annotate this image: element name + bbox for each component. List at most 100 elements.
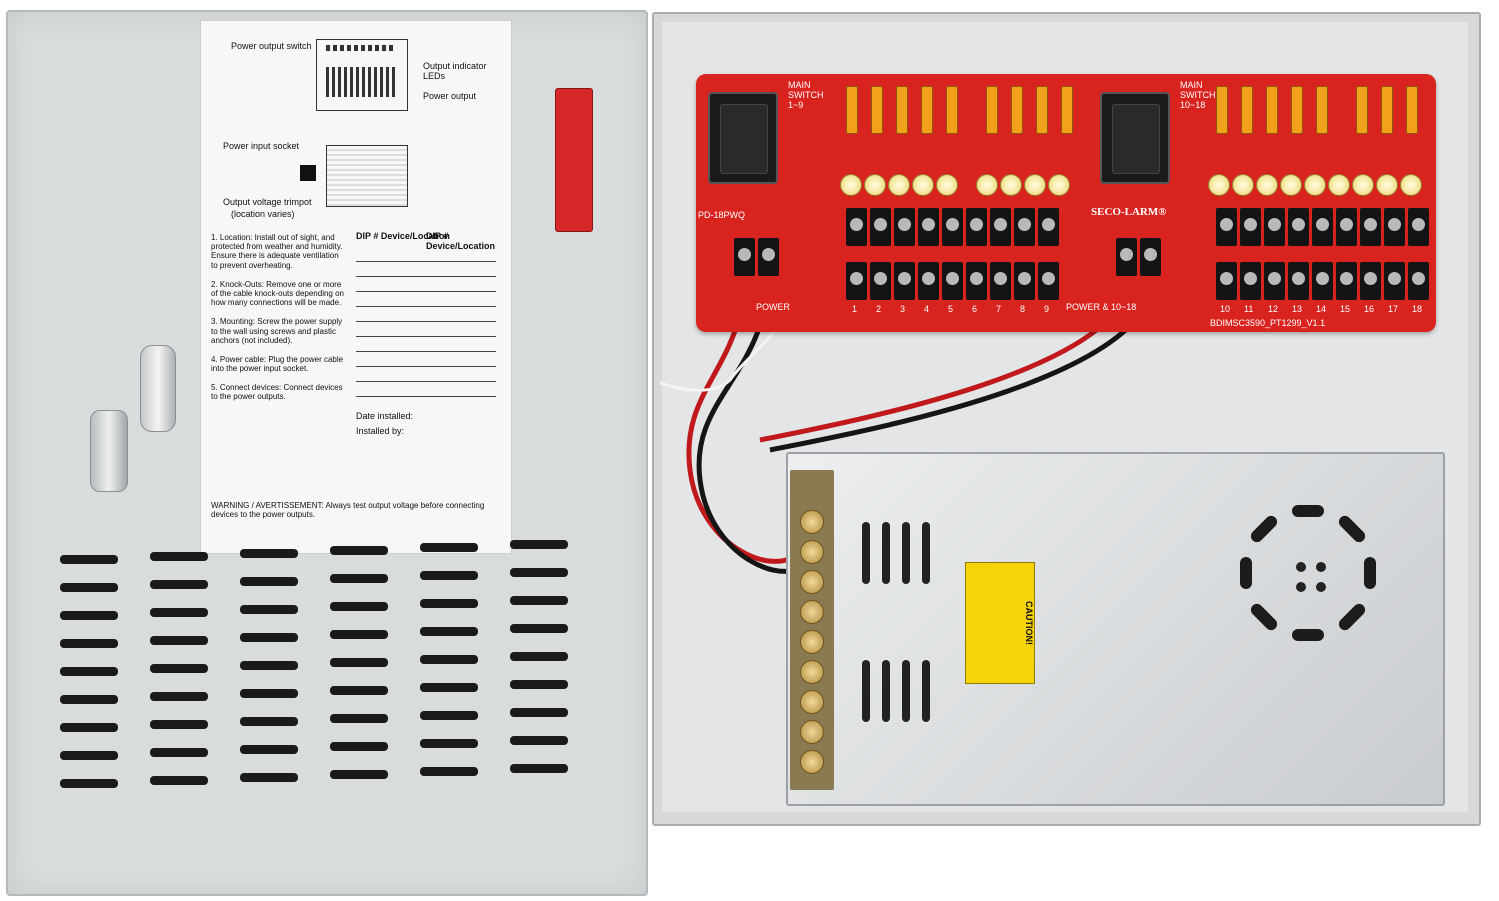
fuse[interactable] — [1036, 86, 1048, 134]
output-number: 16 — [1364, 304, 1375, 314]
output-terminal-negative[interactable] — [1240, 262, 1261, 300]
output-terminal-negative[interactable] — [1336, 262, 1357, 300]
output-terminal-negative[interactable] — [918, 262, 939, 300]
psu-terminal-screw[interactable] — [800, 600, 824, 624]
vent-slot — [510, 624, 568, 633]
warning-text: WARNING / AVERTISSEMENT: Always test out… — [211, 501, 485, 520]
fuse[interactable] — [871, 86, 883, 134]
fan-grille-slot — [1364, 557, 1376, 589]
vent-slot — [150, 692, 208, 701]
output-terminal-positive[interactable] — [1038, 208, 1059, 246]
output-terminal-negative[interactable] — [846, 262, 867, 300]
output-number: 7 — [996, 304, 1002, 314]
output-terminal-negative[interactable] — [894, 262, 915, 300]
vent-slot — [510, 540, 568, 549]
output-led — [1208, 174, 1230, 196]
main-switch-right[interactable] — [1100, 92, 1170, 184]
output-terminal-positive[interactable] — [918, 208, 939, 246]
output-terminal-negative[interactable] — [1312, 262, 1333, 300]
fuse[interactable] — [1011, 86, 1023, 134]
psu-terminal-screw[interactable] — [800, 660, 824, 684]
vent-slot — [150, 552, 208, 561]
output-terminal-positive[interactable] — [966, 208, 987, 246]
fuse[interactable] — [1061, 86, 1073, 134]
output-terminal-negative[interactable] — [942, 262, 963, 300]
output-terminal-positive[interactable] — [1014, 208, 1035, 246]
fuse[interactable] — [1316, 86, 1328, 134]
output-terminal-negative[interactable] — [990, 262, 1011, 300]
vent-slot — [330, 546, 388, 555]
output-number: 8 — [1020, 304, 1026, 314]
fuse[interactable] — [1266, 86, 1278, 134]
psu-terminal-screw[interactable] — [800, 690, 824, 714]
vent-slot — [60, 611, 118, 620]
output-terminal-negative[interactable] — [1038, 262, 1059, 300]
output-terminal-positive[interactable] — [870, 208, 891, 246]
output-terminal-negative[interactable] — [966, 262, 987, 300]
output-number: 5 — [948, 304, 954, 314]
door-latch-lever[interactable] — [140, 345, 176, 432]
vent-slot — [510, 568, 568, 577]
output-terminal-positive[interactable] — [990, 208, 1011, 246]
output-terminal-negative[interactable] — [1384, 262, 1405, 300]
fan-grille-slot — [1248, 601, 1280, 633]
vent-slot — [240, 549, 298, 558]
output-terminal-positive[interactable] — [1336, 208, 1357, 246]
output-terminal-positive[interactable] — [1288, 208, 1309, 246]
psu-terminal-screw[interactable] — [800, 510, 824, 534]
psu-terminal-screw[interactable] — [800, 750, 824, 774]
psu-terminal-screw[interactable] — [800, 720, 824, 744]
psu-terminal-screw[interactable] — [800, 540, 824, 564]
output-terminal-negative[interactable] — [1014, 262, 1035, 300]
psu-terminal-screw[interactable] — [800, 570, 824, 594]
output-terminal-positive[interactable] — [1312, 208, 1333, 246]
fuse[interactable] — [921, 86, 933, 134]
output-terminal-negative[interactable] — [870, 262, 891, 300]
output-terminal-negative[interactable] — [1288, 262, 1309, 300]
output-terminal-negative[interactable] — [1408, 262, 1429, 300]
output-number: 10 — [1220, 304, 1231, 314]
output-terminal-positive[interactable] — [1240, 208, 1261, 246]
output-terminal-positive[interactable] — [942, 208, 963, 246]
instructions-column: 1. Location: Install out of sight, and p… — [211, 233, 346, 412]
output-led — [1304, 174, 1326, 196]
psu-terminal-screw[interactable] — [800, 630, 824, 654]
output-terminal-negative[interactable] — [1216, 262, 1237, 300]
input-terminal[interactable] — [1116, 238, 1137, 276]
output-terminal-positive[interactable] — [1216, 208, 1237, 246]
vent-slot — [330, 742, 388, 751]
output-led — [936, 174, 958, 196]
output-terminal-negative[interactable] — [1264, 262, 1285, 300]
fuse[interactable] — [1381, 86, 1393, 134]
output-terminal-positive[interactable] — [1408, 208, 1429, 246]
fuse[interactable] — [1291, 86, 1303, 134]
fuse[interactable] — [1406, 86, 1418, 134]
output-terminal-positive[interactable] — [846, 208, 867, 246]
output-terminal-positive[interactable] — [1360, 208, 1381, 246]
output-terminal-positive[interactable] — [1264, 208, 1285, 246]
fuse[interactable] — [1216, 86, 1228, 134]
main-switch-left[interactable] — [708, 92, 778, 184]
vent-slot — [150, 748, 208, 757]
input-terminal[interactable] — [758, 238, 779, 276]
fuse[interactable] — [1356, 86, 1368, 134]
board-part-number: BDIMSC3590_PT1299_V1.1 — [1210, 318, 1326, 328]
device-table-lines — [356, 247, 496, 397]
output-terminal-positive[interactable] — [894, 208, 915, 246]
fuse[interactable] — [986, 86, 998, 134]
output-terminal-positive[interactable] — [1384, 208, 1405, 246]
output-terminal-negative[interactable] — [1360, 262, 1381, 300]
fuse[interactable] — [896, 86, 908, 134]
input-terminal[interactable] — [734, 238, 755, 276]
output-led — [1280, 174, 1302, 196]
door-lock-cylinder[interactable] — [90, 410, 128, 492]
fuse[interactable] — [946, 86, 958, 134]
fuse[interactable] — [1241, 86, 1253, 134]
board-model: PD-18PWQ — [698, 210, 746, 220]
output-led — [888, 174, 910, 196]
input-terminal[interactable] — [1140, 238, 1161, 276]
fuse[interactable] — [846, 86, 858, 134]
output-led — [840, 174, 862, 196]
tamper-switch-board — [555, 88, 593, 232]
psu-vent-slot — [862, 522, 870, 584]
